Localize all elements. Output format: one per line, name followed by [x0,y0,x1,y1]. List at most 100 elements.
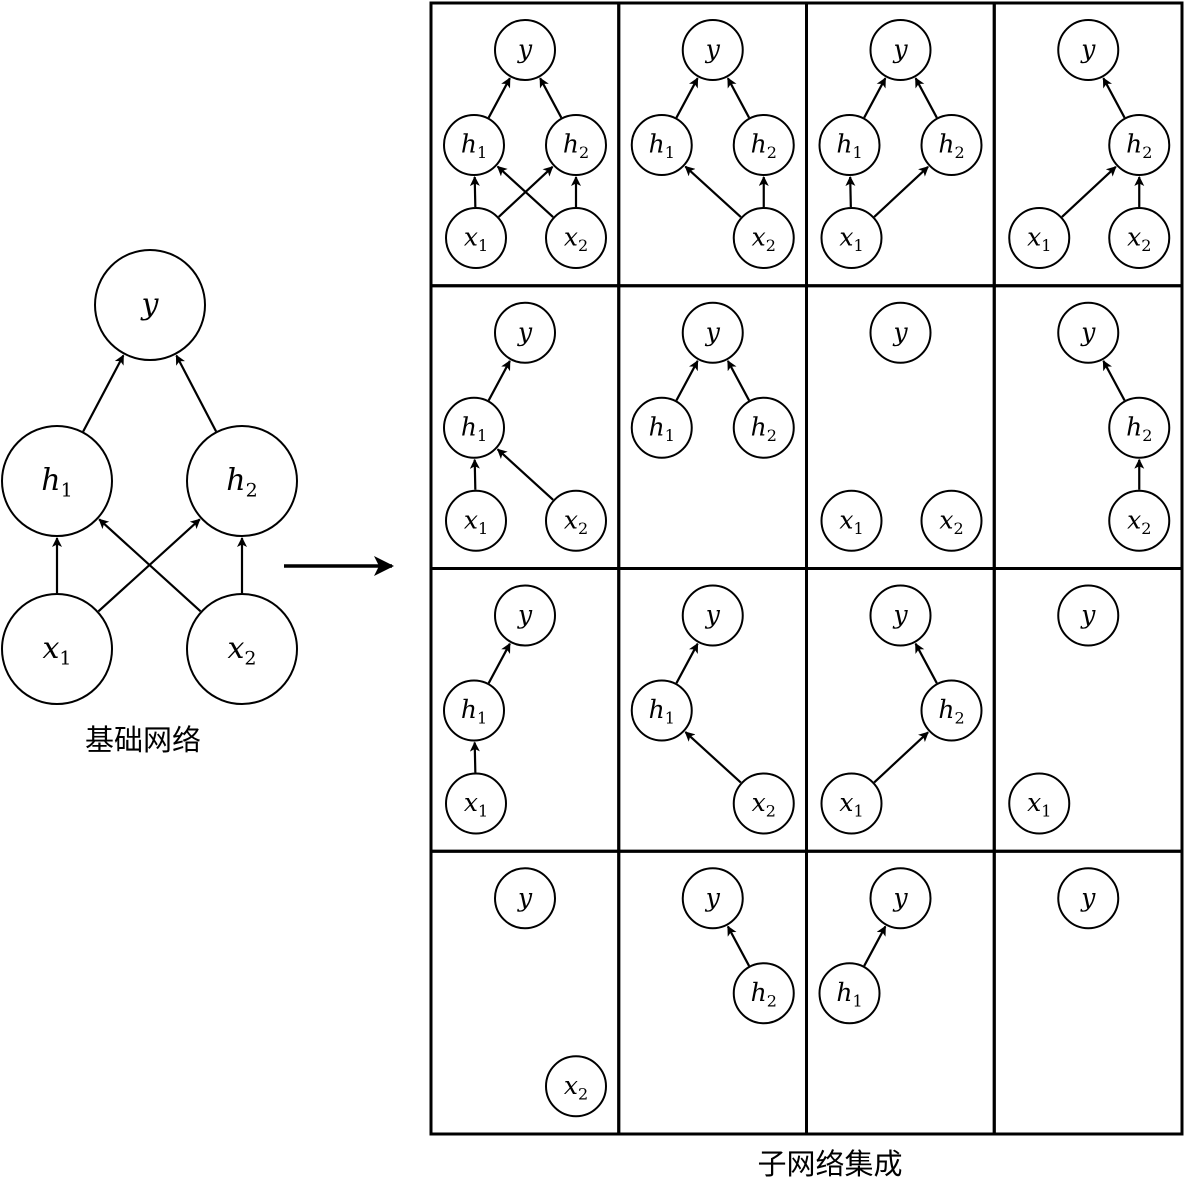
edge-h1-y [675,77,699,119]
node-x2-circle [186,593,298,705]
node-x2-circle [732,207,795,269]
node-h2-circle [732,396,795,459]
node-y: y [494,301,556,364]
node-x1: x1 [1008,772,1071,835]
node-x1-circle [1008,772,1071,835]
edge-h2-y [726,925,751,967]
subnetwork-edges [873,642,938,784]
node-y-label: y [705,317,721,346]
node-x1-circle [1008,207,1071,269]
subnetwork-8: y h2 x2 [992,284,1184,570]
node-y-label: y [892,883,908,912]
node-h1: h1 [818,962,881,1025]
subnetwork-edges [675,360,751,401]
node-h2: h2 [920,679,983,742]
subnetwork-edges [845,77,938,218]
node-h1: h1 [1,425,113,537]
subnetwork-edges [863,925,887,967]
node-h1: h1 [630,396,693,459]
node-x1: x1 [445,489,507,552]
node-y-circle [681,19,744,81]
node-y-circle [494,867,556,930]
node-x2-circle [1108,207,1171,269]
edge-x1-h2 [873,165,929,218]
node-y-label: y [1080,883,1096,912]
node-h1-label: h1 [461,695,487,728]
node-y: y [494,584,556,647]
node-x2-circle [545,1055,607,1118]
edge-x2-h1 [684,731,742,784]
node-x1-circle [820,207,883,269]
node-h2: h2 [1108,396,1171,459]
node-y: y [1057,301,1120,364]
node-y-circle [869,19,932,81]
node-h2-circle [920,679,983,742]
edge-h1-y [675,360,699,401]
node-x2: x2 [1108,207,1171,269]
subnetwork-edges [1102,360,1145,490]
node-y: y [681,867,744,930]
subnetwork-12: yx1 [992,567,1184,853]
node-h2: h2 [732,396,795,459]
node-x2: x2 [1108,489,1171,552]
node-x2: x2 [545,489,607,552]
node-y-circle [681,584,744,647]
node-h1-circle [443,396,505,459]
node-y-circle [494,301,556,364]
node-y-label: y [892,317,908,346]
subnetwork-edges [1061,77,1145,218]
node-h1: h1 [443,679,505,742]
node-y-circle [494,19,556,81]
edge-h1-y [675,642,699,684]
edge-h2-y [726,360,751,401]
node-y: y [681,584,744,647]
node-y-circle [681,867,744,930]
node-h1-circle [630,396,693,459]
node-y-label: y [517,35,533,64]
node-h2: h2 [732,114,795,176]
node-y-circle [869,867,932,930]
node-h2-circle [545,114,607,176]
node-h1-circle [443,679,505,742]
edge-h2-y [1102,77,1126,119]
node-x1: x1 [820,207,883,269]
node-y: y [1057,867,1120,930]
node-y-circle [1057,301,1120,364]
node-h2-circle [1108,114,1171,176]
node-y: y [869,584,932,647]
node-y: y [94,249,206,361]
edge-x1-h2 [1061,165,1117,218]
edge-x2-h1 [684,165,742,218]
node-y: y [869,867,932,930]
node-y-circle [869,301,932,364]
node-h1: h1 [630,114,693,176]
node-h1-circle [443,114,505,176]
node-y-label: y [1080,35,1096,64]
subnetwork-edges [469,77,581,218]
node-h1-circle [1,425,113,537]
node-y: y [494,19,556,81]
subnetwork-15: y h1 [805,849,996,1136]
edge-h1-y [863,77,887,119]
base-network-caption: 基础网络 [85,723,201,757]
node-y-label: y [892,35,908,64]
node-y-label: y [517,883,533,912]
subnetwork-13: yx2 [429,849,621,1136]
edge-h2-y [1102,360,1126,401]
edge-h1-y [82,354,125,433]
node-h2: h2 [186,425,298,537]
node-h1-circle [818,962,881,1025]
node-x2: x2 [732,772,795,835]
node-h2-circle [732,962,795,1025]
node-y-label: y [892,600,908,629]
node-h2: h2 [920,114,983,176]
subnetwork-edges [469,360,554,501]
node-x2: x2 [920,489,983,552]
node-h1-circle [630,114,693,176]
